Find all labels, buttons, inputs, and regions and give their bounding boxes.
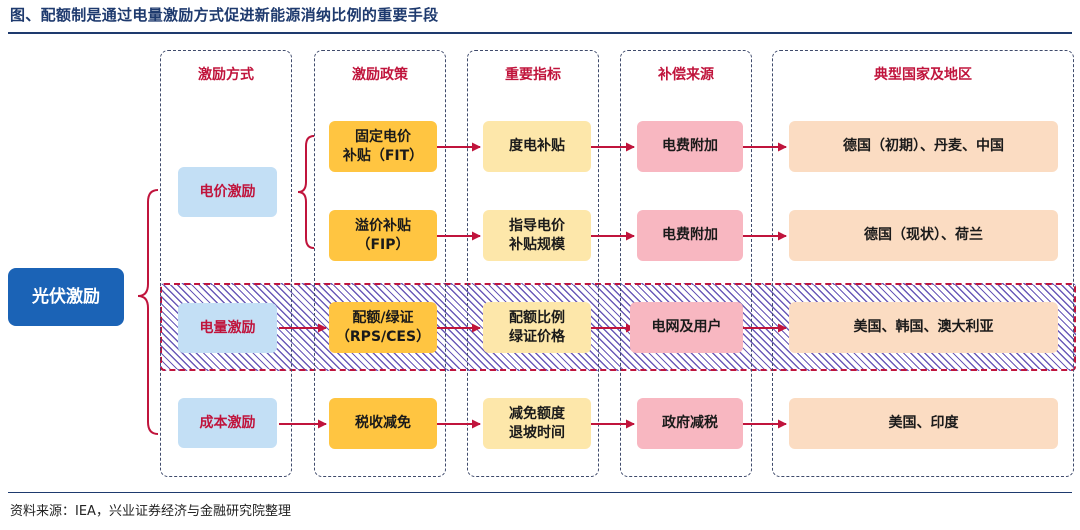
policy-fit-line2: 补贴（FIT） (342, 147, 424, 164)
region-r2-label: 德国（现状）、荷兰 (864, 227, 983, 244)
region-r1-label: 德国（初期）、丹麦、中国 (843, 138, 1004, 155)
title-divider (8, 32, 1072, 34)
indicator-relief-amount: 减免额度退坡时间 (483, 398, 591, 449)
indicator-quota-ratio: 配额比例绿证价格 (483, 302, 591, 353)
column-policy (314, 50, 446, 477)
header-method: 激励方式 (198, 67, 254, 83)
method-volume-label: 电量激励 (199, 319, 256, 336)
funding-r4-label: 政府减税 (662, 415, 718, 432)
column-method (160, 50, 292, 477)
method-price-label: 电价激励 (199, 183, 256, 200)
policy-fit-line1: 固定电价 (354, 128, 411, 145)
column-region (772, 50, 1074, 477)
indicator-guide-price: 指导电价补贴规模 (483, 210, 591, 261)
policy-tax-relief: 税收减免 (329, 398, 437, 449)
header-region: 典型国家及地区 (874, 67, 972, 83)
main-node-label: 光伏激励 (32, 286, 100, 307)
column-funding (620, 50, 752, 477)
indicator-r4-line2: 退坡时间 (509, 424, 565, 441)
region-r4-label: 美国、印度 (888, 415, 959, 432)
funding-r3-label: 电网及用户 (651, 319, 722, 336)
region-r3-label: 美国、韩国、澳大利亚 (853, 319, 994, 336)
indicator-r3-line1: 配额比例 (509, 309, 565, 326)
region-row-3: 美国、韩国、澳大利亚 (789, 302, 1058, 353)
footer-divider (8, 492, 1072, 493)
figure-title: 图、配额制是通过电量激励方式促进新能源消纳比例的重要手段 (10, 6, 439, 24)
policy-fit: 固定电价补贴（FIT） (329, 121, 437, 172)
indicator-r2-line1: 指导电价 (509, 217, 565, 234)
method-cost-incentive: 成本激励 (178, 398, 277, 448)
policy-fip-line2: （FIP） (356, 236, 410, 253)
indicator-r1-line1: 度电补贴 (509, 138, 565, 155)
funding-r1-label: 电费附加 (662, 138, 718, 155)
funding-surcharge-1: 电费附加 (637, 121, 743, 172)
region-row-1: 德国（初期）、丹麦、中国 (789, 121, 1058, 172)
price-brace (297, 135, 315, 249)
indicator-r3-line2: 绿证价格 (509, 328, 565, 345)
policy-fip: 溢价补贴 （FIP） (329, 210, 437, 261)
source-note: 资料来源：IEA，兴业证券经济与金融研究院整理 (10, 504, 291, 519)
funding-surcharge-2: 电费附加 (637, 210, 743, 261)
funding-r2-label: 电费附加 (662, 227, 718, 244)
column-indicator (467, 50, 599, 477)
header-policy: 激励政策 (352, 67, 408, 83)
indicator-r2-line2: 补贴规模 (509, 236, 565, 253)
region-row-2: 德国（现状）、荷兰 (789, 210, 1058, 261)
method-cost-label: 成本激励 (199, 414, 256, 431)
indicator-per-kwh-subsidy: 度电补贴 (483, 121, 591, 172)
main-node-pv-incentive: 光伏激励 (8, 268, 124, 326)
policy-fip-line1: 溢价补贴 (355, 217, 411, 234)
header-funding: 补偿来源 (658, 67, 714, 83)
policy-rps-line2: （RPS/CES） (335, 328, 431, 345)
main-brace (137, 189, 159, 435)
method-price-incentive: 电价激励 (178, 167, 277, 217)
funding-grid-users: 电网及用户 (630, 302, 743, 353)
policy-tax-line1: 税收减免 (355, 415, 411, 432)
policy-rps-line1: 配额/绿证 (352, 309, 414, 326)
indicator-r4-line1: 减免额度 (509, 405, 565, 422)
policy-rps: 配额/绿证 （RPS/CES） (329, 302, 437, 353)
funding-gov-tax: 政府减税 (637, 398, 743, 449)
method-volume-incentive: 电量激励 (178, 303, 277, 353)
region-row-4: 美国、印度 (789, 398, 1058, 449)
header-indicator: 重要指标 (505, 67, 561, 83)
